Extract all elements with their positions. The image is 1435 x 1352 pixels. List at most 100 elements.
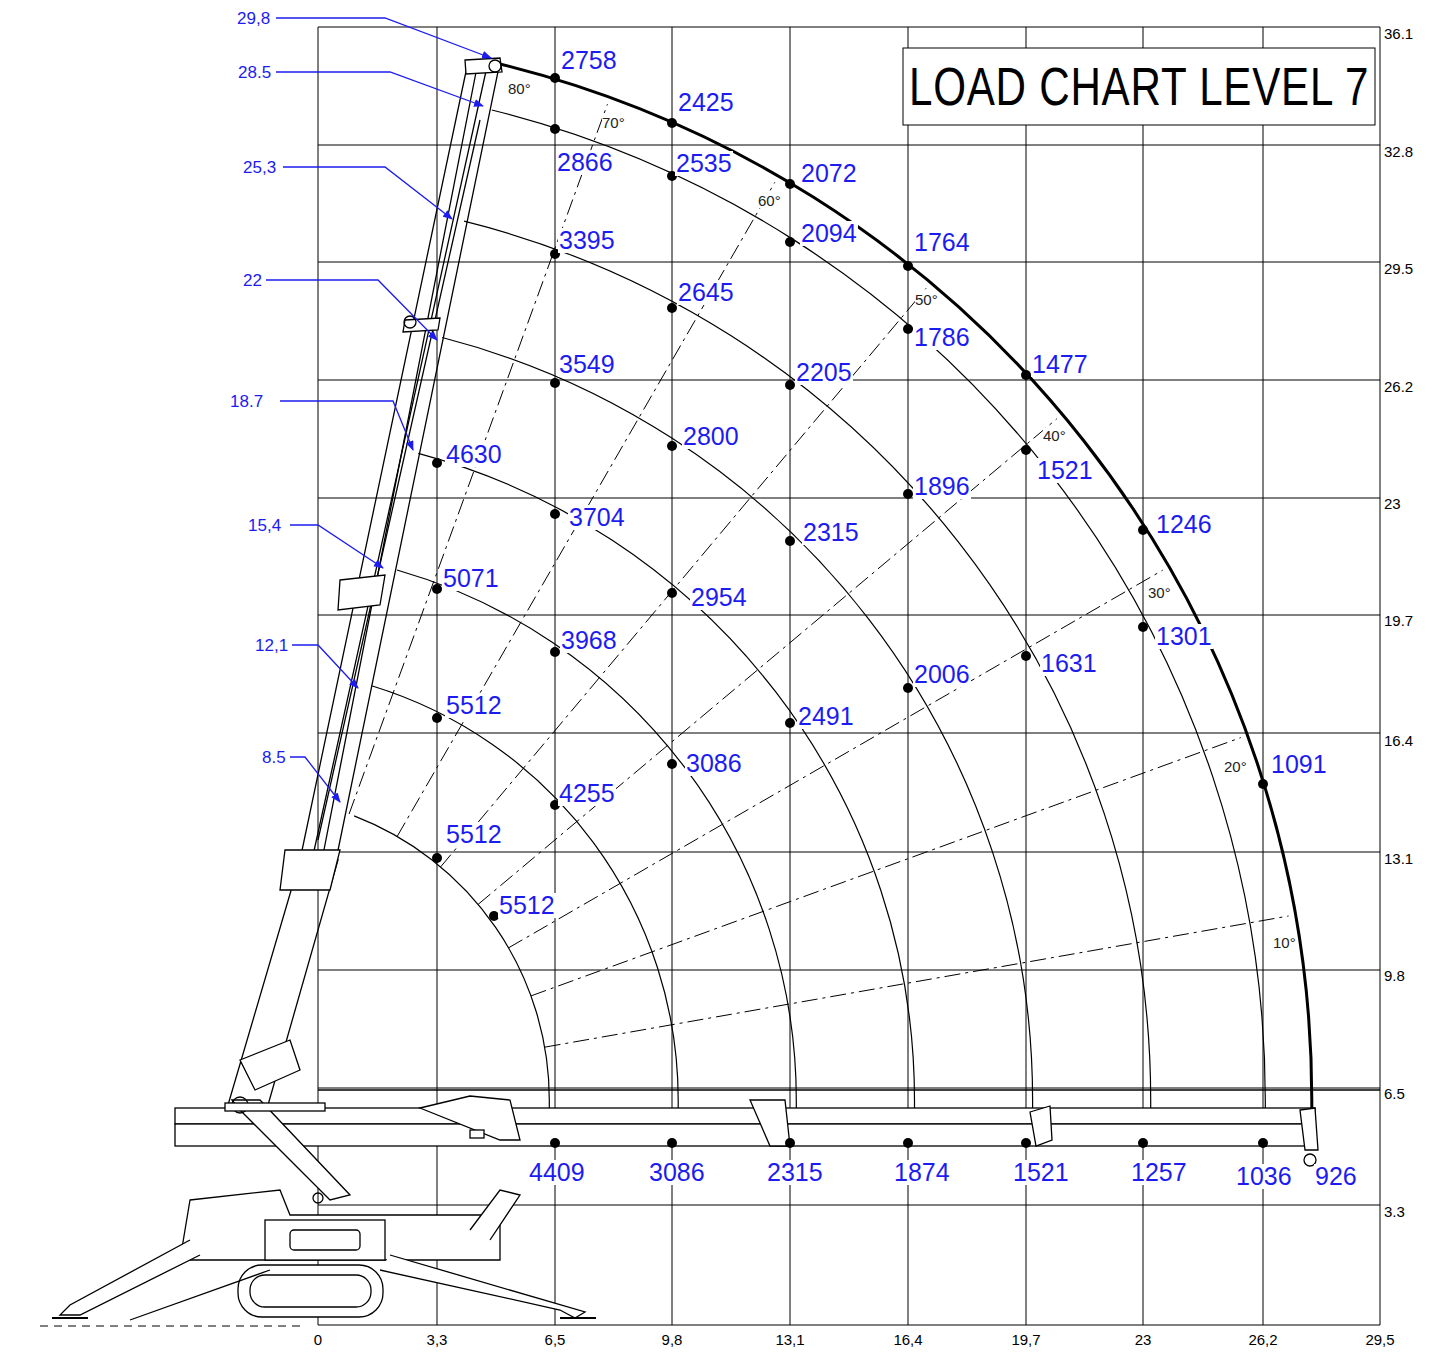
load-point <box>1021 445 1031 455</box>
load-value: 3086 <box>648 1160 706 1185</box>
grid-line <box>318 970 1380 971</box>
axis-label: 19.7 <box>1384 613 1413 628</box>
grid-line <box>318 27 1380 28</box>
radius-arc <box>498 64 1312 1144</box>
angle-label: 40° <box>1043 428 1066 443</box>
angle-line <box>509 570 1163 948</box>
axis-label: 26.2 <box>1384 379 1413 394</box>
load-point <box>903 683 913 693</box>
angle-line <box>545 916 1289 1047</box>
angle-line <box>397 182 775 836</box>
load-point <box>432 458 442 468</box>
load-point <box>667 118 677 128</box>
load-value: 5071 <box>442 566 500 591</box>
angle-label: 60° <box>758 193 781 208</box>
grid-line <box>318 733 1380 734</box>
load-value: 2866 <box>556 150 614 175</box>
radius-arc <box>492 110 1266 1143</box>
load-point <box>432 584 442 594</box>
callout-number: 22 <box>243 272 262 289</box>
load-value: 2315 <box>802 520 860 545</box>
axis-label: 13.1 <box>1384 851 1413 866</box>
grid-line <box>318 262 1380 263</box>
load-point <box>785 237 795 247</box>
grid-line <box>318 1088 1380 1089</box>
radius-arc <box>442 338 1032 1144</box>
load-value: 1091 <box>1270 752 1328 777</box>
load-value: 5512 <box>445 693 503 718</box>
angle-label: 80° <box>508 81 531 96</box>
load-value: 4630 <box>445 442 503 467</box>
load-value: 3704 <box>568 505 626 530</box>
angle-label: 70° <box>602 115 625 130</box>
load-point <box>432 853 442 863</box>
load-value: 926 <box>1314 1164 1358 1189</box>
axis-label: 23 <box>1135 1332 1152 1347</box>
load-point <box>903 261 913 271</box>
load-value: 4409 <box>528 1160 586 1185</box>
load-value: 3549 <box>558 352 616 377</box>
load-point <box>1021 651 1031 661</box>
load-value: 1477 <box>1031 352 1089 377</box>
callout-number: 8.5 <box>262 749 286 766</box>
load-point <box>550 509 560 519</box>
load-value: 2072 <box>800 161 858 186</box>
load-value: 2006 <box>913 662 971 687</box>
load-value: 1257 <box>1130 1160 1188 1185</box>
load-value: 1786 <box>913 325 971 350</box>
load-value: 1896 <box>913 474 971 499</box>
angle-label: 10° <box>1273 935 1296 950</box>
load-value: 2425 <box>677 90 735 115</box>
load-point <box>1021 370 1031 380</box>
radius-arc <box>464 221 1151 1143</box>
load-value: 4255 <box>558 781 616 806</box>
axis-label: 36.1 <box>1384 26 1413 41</box>
axis-label: 6,5 <box>545 1332 566 1347</box>
angle-label: 50° <box>915 292 938 307</box>
load-value: 3086 <box>685 751 743 776</box>
callout-number: 12,1 <box>255 637 288 654</box>
callout-number: 25,3 <box>243 159 276 176</box>
callout-number: 18.7 <box>230 393 263 410</box>
load-point <box>1138 1138 1148 1148</box>
axis-label: 16.4 <box>1384 733 1413 748</box>
load-value: 2094 <box>800 221 858 246</box>
load-value: 1036 <box>1235 1164 1293 1189</box>
load-point <box>667 441 677 451</box>
load-value: 5512 <box>445 822 503 847</box>
load-value: 1521 <box>1036 458 1094 483</box>
load-point <box>1138 622 1148 632</box>
callout-number: 28.5 <box>238 64 271 81</box>
load-point <box>1138 525 1148 535</box>
grid-line <box>318 1205 1380 1206</box>
angle-line <box>441 288 927 867</box>
load-point <box>785 380 795 390</box>
angle-line <box>478 419 1057 905</box>
axis-label: 23 <box>1384 496 1401 511</box>
axis-label: 32.8 <box>1384 144 1413 159</box>
load-point <box>667 303 677 313</box>
load-value: 2315 <box>766 1160 824 1185</box>
load-point <box>1021 1138 1031 1148</box>
load-point <box>432 713 442 723</box>
axis-label: 29.5 <box>1384 261 1413 276</box>
load-point <box>667 1138 677 1148</box>
callout-number: 15,4 <box>248 517 281 534</box>
angle-line <box>531 738 1241 996</box>
axis-label: 9,8 <box>662 1332 683 1347</box>
load-point <box>903 489 913 499</box>
load-point <box>1258 779 1268 789</box>
load-value: 3395 <box>558 228 616 253</box>
load-value: 1521 <box>1012 1160 1070 1185</box>
load-value: 1246 <box>1155 512 1213 537</box>
radius-arc <box>354 816 549 1143</box>
load-point <box>667 588 677 598</box>
load-value: 1874 <box>893 1160 951 1185</box>
angle-label: 20° <box>1224 759 1247 774</box>
load-value: 2954 <box>690 585 748 610</box>
load-point <box>550 647 560 657</box>
chart-title: LOAD CHART LEVEL 7 <box>909 59 1369 113</box>
load-point <box>550 1138 560 1148</box>
